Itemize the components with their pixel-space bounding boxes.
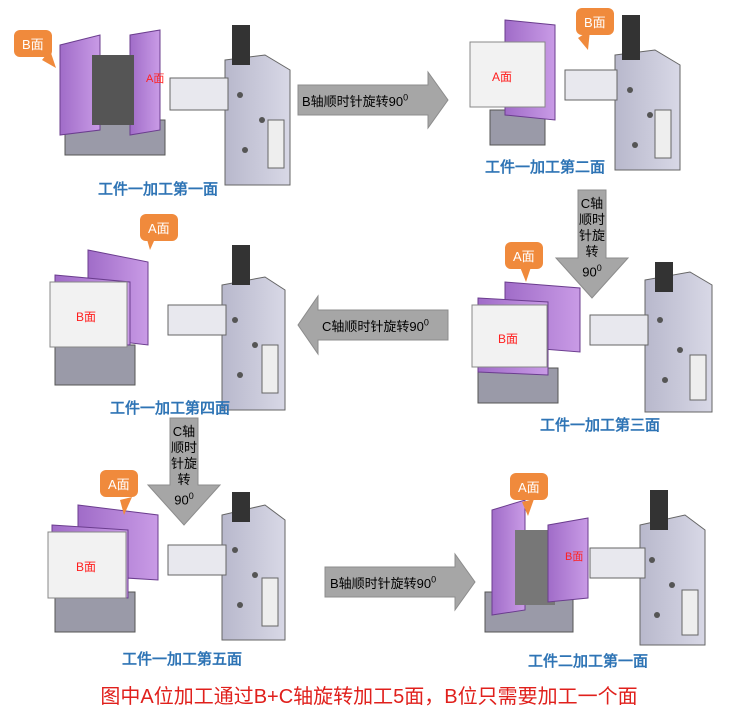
arrow-2-shape xyxy=(554,189,630,299)
face-label-b-3: B面 xyxy=(498,332,519,346)
callout-label: A面 xyxy=(100,470,138,497)
callout-label: A面 xyxy=(510,473,548,500)
panel-5 xyxy=(47,492,286,641)
callout-label: A面 xyxy=(505,242,543,269)
face-label-a-2: A面 xyxy=(492,70,513,84)
arrow-1-shape xyxy=(297,70,449,130)
caption-panel-5: 工件一加工第五面 xyxy=(122,651,243,668)
caption-panel-4: 工件一加工第四面 xyxy=(110,400,231,417)
arrow-5-label: B轴顺时针旋转900 xyxy=(330,574,437,591)
face-label-b-5: B面 xyxy=(76,560,97,574)
face-label-a-1: A面 xyxy=(146,73,165,85)
face-label-b-6: B面 xyxy=(565,551,584,563)
face-label-b-4: B面 xyxy=(76,310,97,324)
panel-1 xyxy=(59,25,291,186)
arrow-3-label: C轴顺时针旋转900 xyxy=(322,317,429,334)
footer-note: 图中A位加工通过B+C轴旋转加工5面，B位只需要加工一个面 xyxy=(100,686,638,708)
arrow-3-shape xyxy=(297,294,449,356)
panel-3 xyxy=(471,262,713,413)
arrow-2-label: C轴 顺时 针旋 转 900 xyxy=(578,196,605,280)
arrow-4-label: C轴 顺时 针旋 转 900 xyxy=(170,424,197,508)
arrow-5-shape xyxy=(324,552,476,612)
panel-4 xyxy=(49,245,286,411)
callout-label: B面 xyxy=(14,30,52,57)
caption-panel-2: 工件一加工第二面 xyxy=(485,159,606,176)
panel-2 xyxy=(469,15,681,171)
arrow-1-label: B轴顺时针旋转900 xyxy=(302,92,409,109)
arrow-4-shape xyxy=(146,417,222,526)
caption-panel-1: 工件一加工第一面 xyxy=(98,181,219,198)
callout-label: A面 xyxy=(140,214,178,241)
caption-panel-6: 工件二加工第一面 xyxy=(528,653,649,670)
panel-6 xyxy=(484,490,706,646)
callout-label: B面 xyxy=(576,8,614,35)
caption-panel-3: 工件一加工第三面 xyxy=(540,417,661,434)
